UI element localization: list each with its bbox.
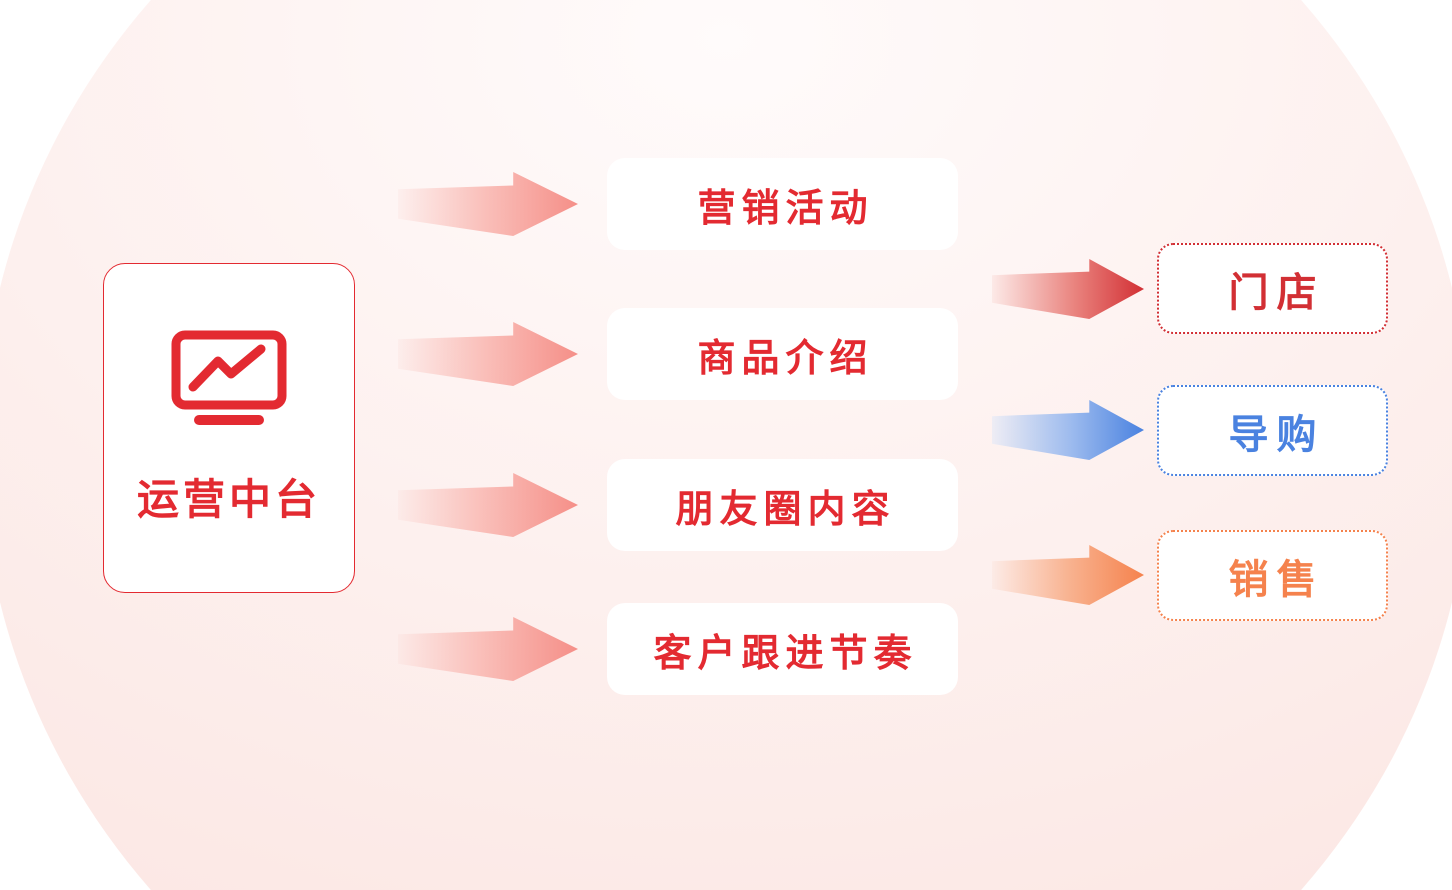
right-box-store: 门店	[1157, 243, 1388, 334]
mid-box-label: 客户跟进节奏	[653, 632, 918, 675]
mid-box-product-introduction: 商品介绍	[607, 308, 958, 400]
right-box-guide: 导购	[1157, 385, 1388, 476]
mid-box-label: 营销活动	[697, 187, 874, 230]
right-box-label: 门店	[1228, 270, 1325, 315]
mid-box-marketing-activity: 营销活动	[607, 158, 958, 250]
source-label: 运营中台	[136, 475, 321, 523]
right-box-label: 导购	[1228, 412, 1325, 457]
mid-box-customer-followup: 客户跟进节奏	[607, 603, 958, 695]
right-box-label: 销售	[1228, 557, 1325, 602]
mid-box-label: 商品介绍	[697, 337, 874, 380]
monitor-trend-chart-icon	[171, 330, 287, 428]
source-card-operations-platform: 运营中台	[103, 263, 355, 593]
mid-box-label: 朋友圈内容	[675, 488, 896, 531]
right-box-sales: 销售	[1157, 530, 1388, 621]
mid-box-moments-content: 朋友圈内容	[607, 459, 958, 551]
